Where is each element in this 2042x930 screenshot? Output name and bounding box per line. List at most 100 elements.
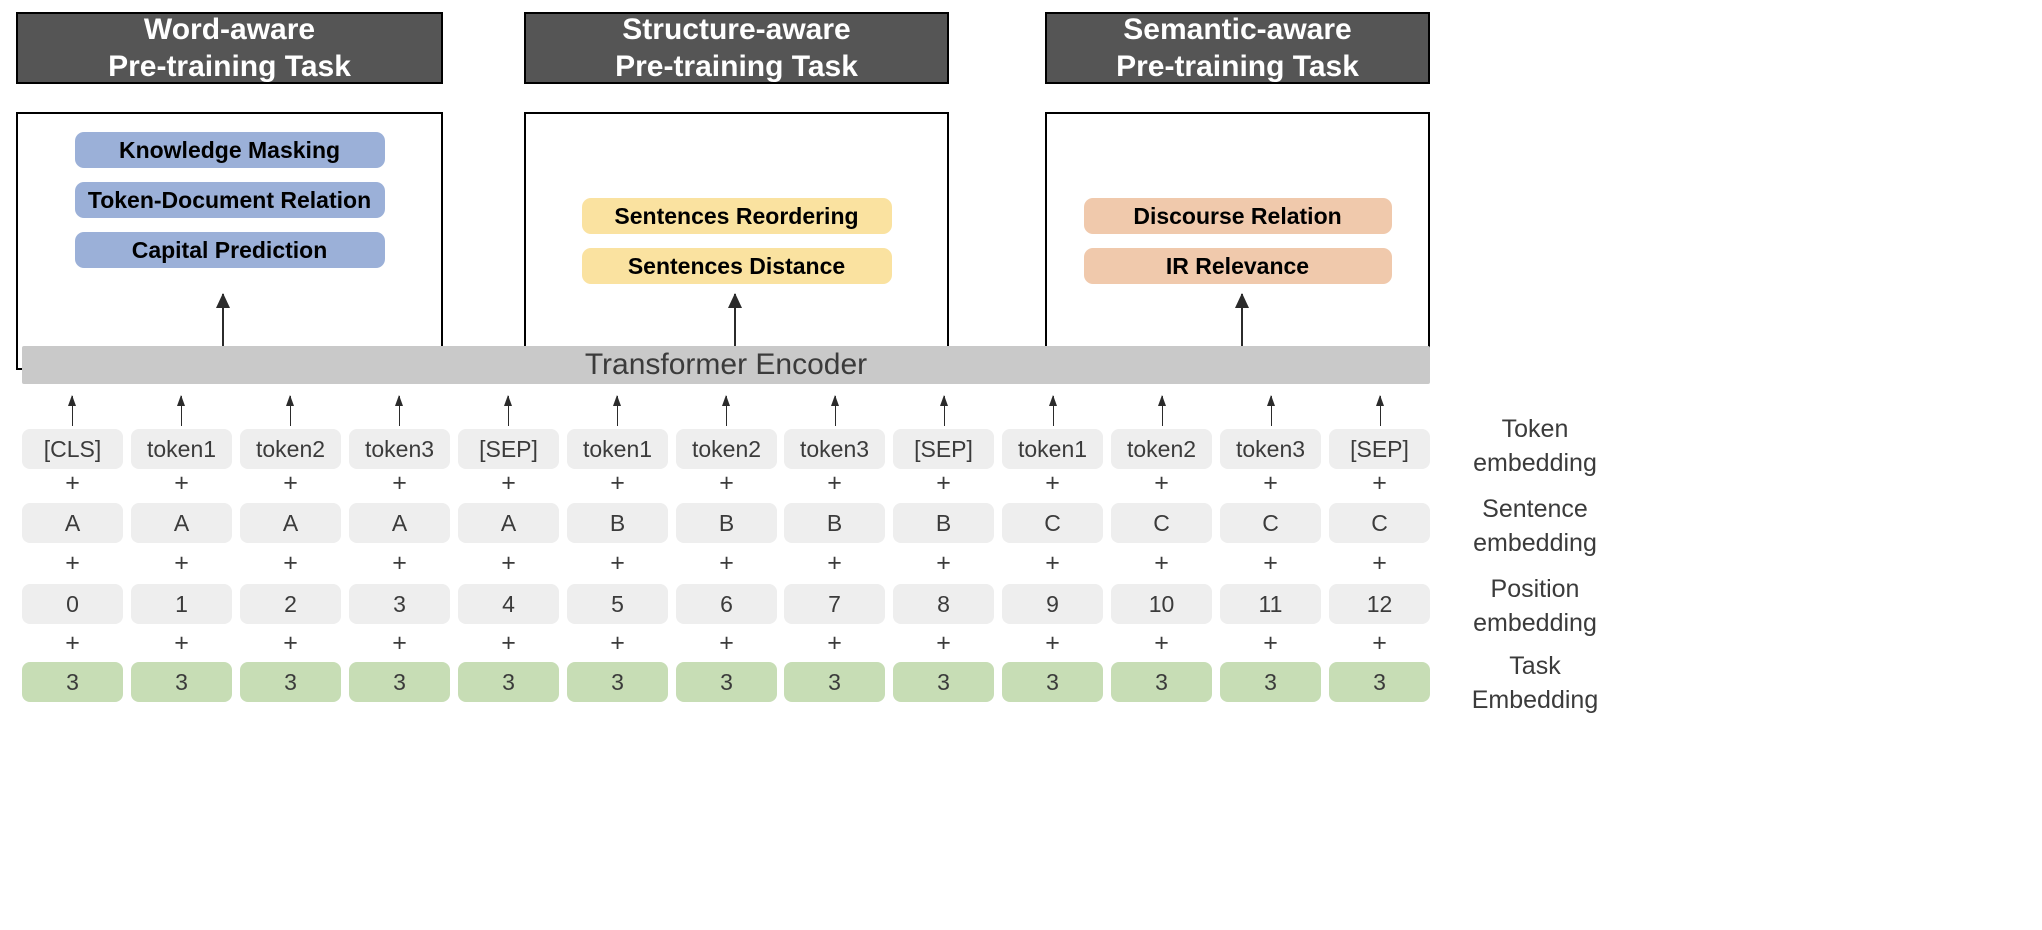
token-embedding-cell-5: token1: [567, 429, 668, 469]
task-header-line2: Pre-training Task: [615, 50, 858, 83]
plus-sign-2-2: +: [283, 628, 298, 657]
position-embedding-cell-0: 0: [22, 584, 123, 624]
row-label-line2: embedding: [1473, 608, 1597, 637]
flow-arrow-word-aware: [216, 293, 230, 348]
position-embedding-cell-12: 12: [1329, 584, 1430, 624]
position-embedding-cell-9: 9: [1002, 584, 1103, 624]
plus-sign-0-8: +: [936, 468, 951, 497]
sentence-embedding-cell-4: A: [458, 503, 559, 543]
token-arrow-12: [1376, 395, 1384, 426]
token-arrow-11: [1267, 395, 1275, 426]
plus-sign-1-11: +: [1263, 548, 1278, 577]
plus-sign-0-6: +: [719, 468, 734, 497]
token-arrow-1: [177, 395, 185, 426]
transformer-encoder-bar: Transformer Encoder: [22, 346, 1430, 384]
plus-sign-2-12: +: [1372, 628, 1387, 657]
task-embedding-cell-7: 3: [784, 662, 885, 702]
sentence-embedding-cell-2: A: [240, 503, 341, 543]
plus-sign-2-10: +: [1154, 628, 1169, 657]
plus-sign-1-2: +: [283, 548, 298, 577]
plus-sign-1-5: +: [610, 548, 625, 577]
position-embedding-cell-2: 2: [240, 584, 341, 624]
plus-sign-0-3: +: [392, 468, 407, 497]
plus-sign-0-0: +: [65, 468, 80, 497]
row-label-line2: Embedding: [1471, 685, 1599, 714]
token-embedding-cell-4: [SEP]: [458, 429, 559, 469]
sentence-embedding-cell-5: B: [567, 503, 668, 543]
task-header-line2: Pre-training Task: [1116, 50, 1359, 83]
token-arrow-10: [1158, 395, 1166, 426]
position-embedding-cell-11: 11: [1220, 584, 1321, 624]
task-header-line2: Pre-training Task: [108, 50, 351, 83]
flow-arrow-semantic-aware: [1235, 293, 1249, 348]
token-arrow-2: [286, 395, 294, 426]
plus-sign-2-11: +: [1263, 628, 1278, 657]
subtask-semantic-aware-0[interactable]: Discourse Relation: [1083, 198, 1392, 234]
plus-sign-2-9: +: [1045, 628, 1060, 657]
row-label-line1: Token: [1501, 415, 1569, 443]
sentence-embedding-cell-10: C: [1111, 503, 1212, 543]
plus-sign-1-1: +: [174, 548, 189, 577]
plus-sign-1-0: +: [65, 548, 80, 577]
row-label-line1: Position: [1490, 575, 1580, 603]
subtask-semantic-aware-1[interactable]: IR Relevance: [1083, 248, 1392, 284]
sentence-embedding-cell-12: C: [1329, 503, 1430, 543]
subtask-structure-aware-0[interactable]: Sentences Reordering: [581, 198, 892, 234]
plus-sign-0-7: +: [827, 468, 842, 497]
plus-sign-1-12: +: [1372, 548, 1387, 577]
sentence-embedding-cell-9: C: [1002, 503, 1103, 543]
token-embedding-cell-2: token2: [240, 429, 341, 469]
sentence-embedding-cell-0: A: [22, 503, 123, 543]
subtask-word-aware-1[interactable]: Token-Document Relation: [74, 182, 385, 218]
plus-sign-1-10: +: [1154, 548, 1169, 577]
row-label-line2: embedding: [1473, 448, 1597, 477]
token-embedding-cell-10: token2: [1111, 429, 1212, 469]
token-arrow-8: [940, 395, 948, 426]
sentence-embedding-cell-6: B: [676, 503, 777, 543]
token-arrow-7: [831, 395, 839, 426]
subtask-structure-aware-1[interactable]: Sentences Distance: [581, 248, 892, 284]
token-embedding-cell-1: token1: [131, 429, 232, 469]
position-embedding-cell-6: 6: [676, 584, 777, 624]
token-embedding-cell-6: token2: [676, 429, 777, 469]
plus-sign-2-4: +: [501, 628, 516, 657]
token-embedding-cell-7: token3: [784, 429, 885, 469]
subtask-word-aware-0[interactable]: Knowledge Masking: [74, 132, 385, 168]
sentence-embedding-cell-3: A: [349, 503, 450, 543]
position-embedding-cell-7: 7: [784, 584, 885, 624]
token-embedding-cell-11: token3: [1220, 429, 1321, 469]
plus-sign-1-6: +: [719, 548, 734, 577]
task-header-line1: Structure-aware: [622, 12, 851, 46]
position-embedding-cell-4: 4: [458, 584, 559, 624]
position-embedding-cell-10: 10: [1111, 584, 1212, 624]
sentence-embedding-cell-1: A: [131, 503, 232, 543]
task-embedding-cell-2: 3: [240, 662, 341, 702]
token-arrow-5: [613, 395, 621, 426]
plus-sign-0-1: +: [174, 468, 189, 497]
plus-sign-2-0: +: [65, 628, 80, 657]
task-header-line1: Semantic-aware: [1123, 12, 1352, 46]
flow-arrow-structure-aware: [728, 293, 742, 348]
position-embedding-cell-8: 8: [893, 584, 994, 624]
token-arrow-9: [1049, 395, 1057, 426]
plus-sign-2-1: +: [174, 628, 189, 657]
plus-sign-2-7: +: [827, 628, 842, 657]
task-embedding-cell-4: 3: [458, 662, 559, 702]
row-label-position-embedding: Position embedding: [1455, 573, 1615, 641]
position-embedding-cell-3: 3: [349, 584, 450, 624]
token-embedding-cell-3: token3: [349, 429, 450, 469]
subtask-word-aware-2[interactable]: Capital Prediction: [74, 232, 385, 268]
sentence-embedding-cell-7: B: [784, 503, 885, 543]
plus-sign-2-6: +: [719, 628, 734, 657]
plus-sign-0-5: +: [610, 468, 625, 497]
row-label-token-embedding: Token embedding: [1455, 413, 1615, 481]
plus-sign-0-2: +: [283, 468, 298, 497]
plus-sign-1-7: +: [827, 548, 842, 577]
plus-sign-2-8: +: [936, 628, 951, 657]
plus-sign-1-8: +: [936, 548, 951, 577]
